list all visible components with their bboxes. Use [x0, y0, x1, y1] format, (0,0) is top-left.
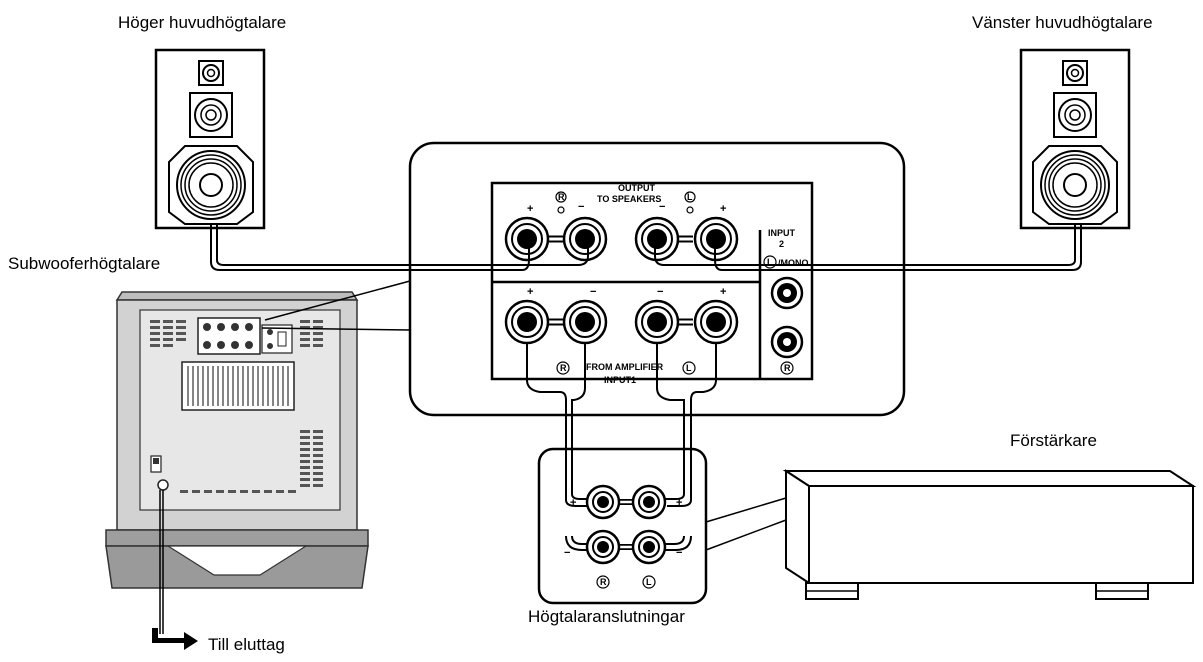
right-channel-label: R — [558, 192, 565, 202]
output-label: OUTPUT — [618, 183, 656, 193]
arrow-right-icon — [152, 628, 198, 650]
input2-number-label: 2 — [779, 239, 784, 249]
output-terminal — [562, 216, 608, 262]
amp-terminal — [631, 484, 667, 520]
plus-sign: + — [527, 203, 533, 215]
input1-terminal — [562, 299, 608, 345]
input1-terminal — [693, 299, 739, 345]
subwoofer-terminal-panel-zoom: OUTPUT TO SPEAKERS INPUT 2 /MONO FROM AM… — [408, 141, 906, 417]
subwoofer-label: Subwooferhögtalare — [8, 254, 160, 273]
input2-label: INPUT — [768, 228, 796, 238]
minus-sign: − — [590, 286, 596, 298]
right-channel-label: R — [560, 363, 567, 373]
speaker-terminals-label: Högtalaranslutningar — [528, 607, 685, 626]
amp-terminal — [631, 529, 667, 565]
amp-wire-l-plus — [690, 343, 717, 536]
plus-sign: + — [676, 497, 682, 509]
minus-sign: − — [657, 286, 663, 298]
amp-wire-r-plus — [526, 343, 567, 536]
amplifier-terminal-zoom: + + − − R L — [537, 447, 708, 605]
right-channel-label: R — [600, 577, 607, 587]
speaker-wire-right-minus — [216, 224, 589, 266]
plus-sign: + — [527, 286, 533, 298]
plus-sign: + — [720, 203, 726, 215]
rca-jack-left-mono — [770, 276, 804, 310]
input1-label: INPUT1 — [604, 375, 636, 385]
power-outlet-label: Till eluttag — [208, 635, 285, 654]
input1-terminal — [634, 299, 680, 345]
output-terminal — [634, 216, 680, 262]
output-terminal — [504, 216, 550, 262]
left-channel-label: L — [646, 577, 652, 587]
amplifier-label: Förstärkare — [1010, 431, 1097, 450]
subwoofer-unit — [105, 291, 369, 589]
left-channel-label: L — [767, 257, 773, 267]
amp-wire-l-minus — [656, 343, 686, 536]
callout-line — [264, 280, 411, 321]
left-channel-label: L — [687, 192, 693, 202]
left-main-speaker-label: Vänster huvudhögtalare — [972, 13, 1153, 32]
plus-sign: + — [720, 286, 726, 298]
plus-sign: + — [570, 497, 576, 509]
input1-terminal — [504, 299, 550, 345]
right-main-speaker-label: Höger huvudhögtalare — [118, 13, 286, 32]
amp-terminal — [585, 484, 621, 520]
amp-terminal — [585, 529, 621, 565]
left-main-speaker — [1019, 48, 1131, 230]
left-channel-label: L — [686, 363, 692, 373]
right-main-speaker — [154, 48, 266, 230]
mono-label: /MONO — [778, 258, 809, 268]
to-speakers-label: TO SPEAKERS — [597, 194, 661, 204]
speaker-wire-left-minus — [654, 224, 1076, 266]
output-terminal — [693, 216, 739, 262]
from-amplifier-label: FROM AMPLIFIER — [586, 362, 664, 372]
amp-wire-r-minus — [570, 343, 586, 536]
minus-sign: − — [564, 547, 570, 559]
minus-sign: − — [676, 547, 682, 559]
minus-sign: − — [659, 201, 665, 213]
minus-sign: − — [578, 201, 584, 213]
right-channel-label: R — [784, 363, 791, 373]
rca-jack-right — [770, 325, 804, 359]
amplifier-unit — [782, 469, 1197, 600]
